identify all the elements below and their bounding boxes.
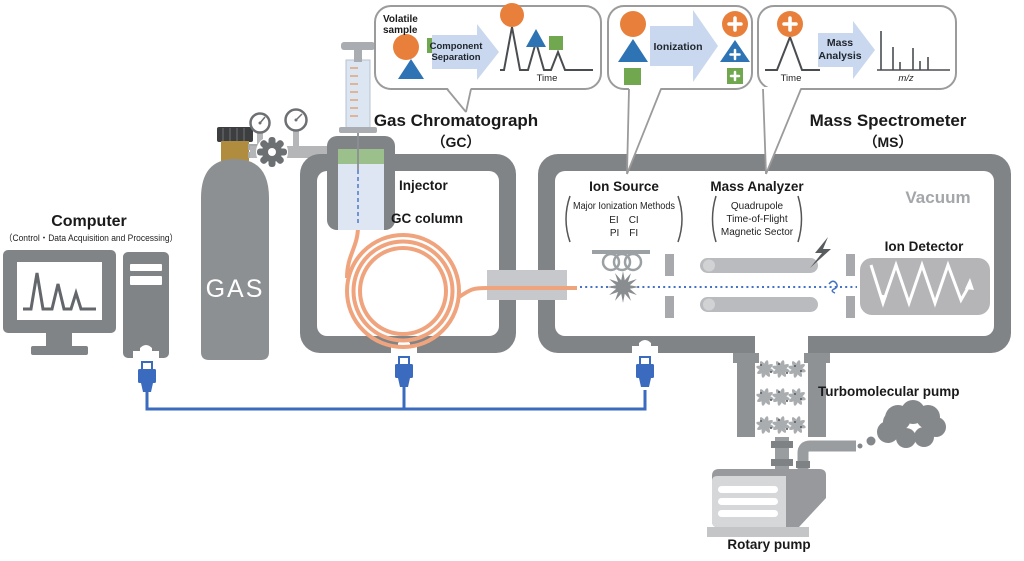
ion-source-note-brackets: [565, 195, 683, 243]
ethernet-socket-icon: [133, 345, 159, 358]
electron-multiplier-icon: [869, 260, 971, 308]
turbine-rotor-icon: [755, 359, 807, 379]
exhaust-smoke-icon: [857, 400, 946, 449]
gas-regulator: [249, 108, 332, 168]
mass-analysis-arrow-label1: Mass: [827, 37, 853, 49]
computer-subtitle: （Control・Data Acquisition and Processing…: [4, 233, 178, 243]
ethernet-plug-icon: [138, 361, 156, 392]
ethernet-plug-icon: [636, 356, 654, 387]
ion-source-note-title: Major Ionization Methods: [573, 201, 675, 212]
green-compound-icon: [624, 68, 641, 85]
mass-analyzer-title: Mass Analyzer: [710, 179, 804, 194]
gas-cylinder: [201, 127, 269, 360]
mass-analyzer-note1: Quadrupole: [731, 201, 784, 212]
mass-analysis-arrow-icon: [818, 21, 875, 79]
orange-compound-icon: [393, 34, 419, 60]
green-compound-icon: [549, 36, 563, 50]
separation-arrow-label1: Component: [430, 41, 484, 52]
ion-squiggle-icon: [828, 280, 838, 294]
turbine-rotor-icon: [755, 415, 807, 435]
orange-compound-icon: [500, 3, 524, 27]
blue-compound-icon: [398, 59, 424, 79]
ionization-arrow-icon: [650, 10, 718, 82]
volatile-sample-label2: sample: [383, 25, 418, 36]
gc-column-label: GC column: [391, 211, 463, 226]
septum: [338, 149, 384, 164]
turbo-pump-duct: [733, 335, 830, 437]
lightning-icon: [810, 237, 831, 268]
time-axis-label: Time: [781, 73, 802, 84]
separation-arrow-label2: Separation: [431, 52, 480, 63]
ms-subtitle: （MS）: [864, 134, 913, 150]
orange-compound-icon: [620, 11, 646, 37]
ion-detector-box: [860, 258, 990, 315]
ion-source-note-row1: EI CI: [609, 215, 638, 226]
computer-title: Computer: [51, 213, 127, 230]
injector-label: Injector: [399, 178, 449, 193]
callout-ionization: [607, 5, 753, 175]
ionization-starburst-icon: [607, 271, 639, 303]
computer-tower: [123, 252, 169, 358]
ion-source-title: Ion Source: [589, 179, 659, 194]
computer-monitor: [3, 250, 116, 355]
mass-spectrum-icon: [877, 31, 950, 71]
quadrupole-rods: [700, 258, 818, 312]
ionization-arrow-label: Ionization: [654, 41, 703, 53]
cable-network: [138, 356, 654, 411]
ion-source-note-row2: PI FI: [610, 228, 638, 239]
injector-assembly: [327, 136, 395, 230]
ethernet-plug-icon: [395, 356, 413, 387]
mass-analyzer-note-brackets: [711, 195, 803, 243]
ion-detector-label: Ion Detector: [885, 239, 965, 254]
volatile-sample-label1: Volatile: [383, 14, 418, 25]
mass-analysis-arrow-label2: Analysis: [818, 50, 861, 62]
blue-compound-icon: [618, 39, 648, 62]
turbine-rotor-icon: [755, 387, 807, 407]
callout-mass-analysis: [757, 5, 957, 175]
ion-lens-slits: [665, 254, 855, 318]
vacuum-label: Vacuum: [905, 188, 970, 207]
regulator-knob-icon: [256, 136, 288, 168]
transfer-line: [487, 270, 567, 300]
pressure-gauge-icon: [284, 108, 308, 132]
ethernet-socket-icon: [632, 340, 658, 353]
callout-separation: [374, 3, 602, 113]
filament-icon: [592, 250, 650, 272]
mz-axis-label: m/z: [898, 73, 914, 84]
gc-subtitle: （GC）: [432, 134, 481, 150]
gc-column-coil: [345, 225, 577, 349]
syringe-icon: [339, 42, 377, 170]
mass-analyzer-note2: Time-of-Flight: [726, 214, 788, 225]
turbo-pump-label: Turbomolecular pump: [818, 384, 960, 399]
chromatogram-trace-icon: [23, 272, 96, 311]
blue-compound-icon: [526, 29, 546, 47]
rotary-pump: [707, 437, 856, 537]
gas-label: GAS: [206, 275, 265, 303]
pressure-gauge-icon: [249, 112, 271, 134]
separation-arrow-icon: [432, 24, 499, 80]
ionized-compounds: [720, 11, 750, 84]
time-axis-label: Time: [537, 73, 558, 84]
ms-title: Mass Spectrometer: [810, 111, 967, 130]
mass-analyzer-note3: Magnetic Sector: [721, 227, 794, 238]
gc-title: Gas Chromatograph: [374, 111, 538, 130]
rotary-pump-label: Rotary pump: [727, 537, 810, 552]
